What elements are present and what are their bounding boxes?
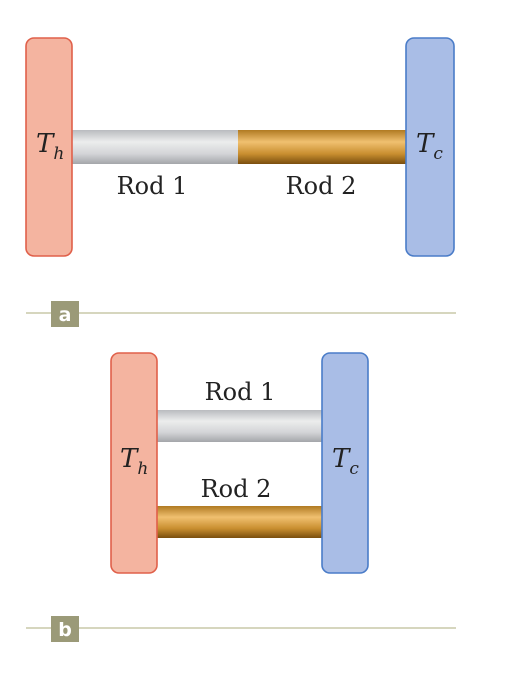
rod-2-bar [238,130,406,164]
cold-temp-subscript-b: c [349,459,359,479]
panel-b: Th Tc Rod 1 Rod 2 b [26,352,456,642]
hot-temp-subscript: h [53,144,64,164]
hot-reservoir-b [110,352,158,574]
cold-temp-subscript: c [433,144,443,164]
rod-2-bar-b [157,506,322,538]
rod-1-label: Rod 1 [117,172,188,200]
panel-b-badge [51,616,79,642]
panel-a-badge [51,301,79,327]
rod-2-label: Rod 2 [286,172,357,200]
hot-temp-subscript-b: h [137,459,148,479]
svg-text:Th: Th [36,129,64,164]
svg-text:Tc: Tc [332,444,359,479]
panel-a-badge-label: a [59,304,72,326]
hot-temp-symbol: T [36,129,55,159]
rod-1-bar [72,130,238,164]
cold-temp-symbol: T [416,129,435,159]
panel-a: Th Tc Rod 1 Rod 2 a [25,37,456,327]
cold-temp-symbol-b: T [332,444,351,474]
svg-text:Th: Th [120,444,148,479]
rod-1-label-b: Rod 1 [205,378,276,406]
hot-temp-symbol-b: T [120,444,139,474]
panel-b-badge-label: b [58,619,72,641]
svg-text:Tc: Tc [416,129,443,164]
hot-reservoir [25,37,73,257]
rod-1-bar-b [157,410,322,442]
cold-reservoir-b [321,352,369,574]
rod-2-label-b: Rod 2 [201,475,272,503]
cold-reservoir [405,37,455,257]
